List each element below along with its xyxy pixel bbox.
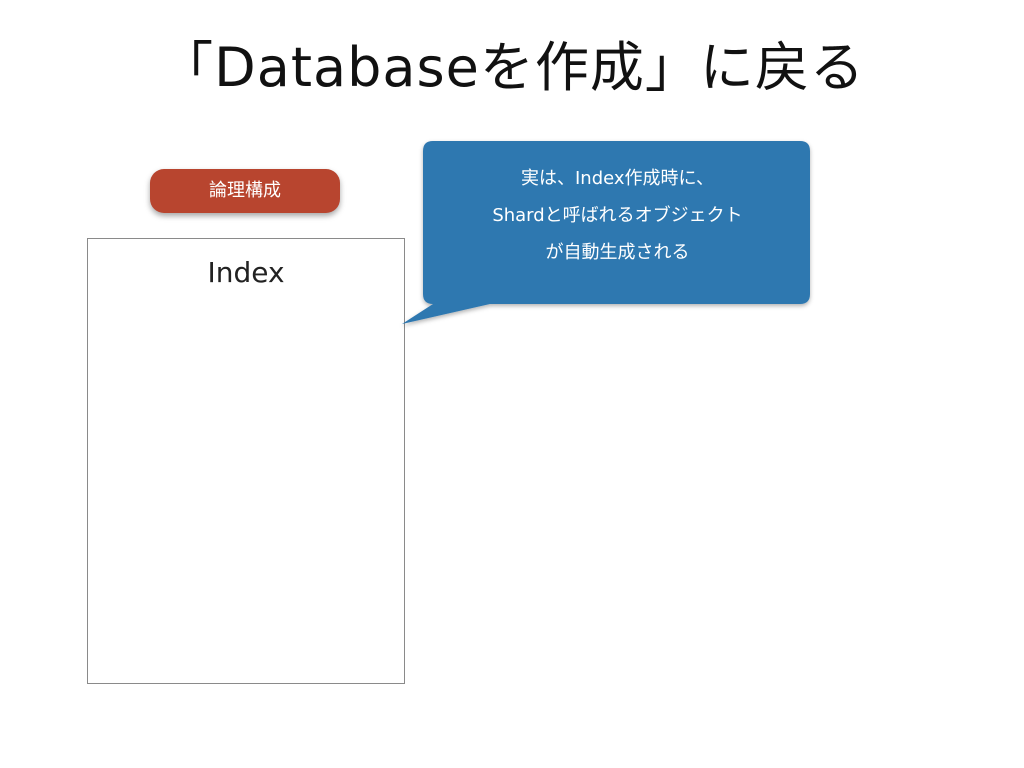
callout-text: 実は、Index作成時に、 Shardと呼ばれるオブジェクト が自動生成される [425,160,810,271]
logical-structure-badge: 論理構成 [150,169,340,213]
callout-line: Shardと呼ばれるオブジェクト [492,205,743,226]
slide-title: 「Databaseを作成」に戻る [159,36,865,99]
callout-shape [402,141,810,324]
callout-line: 実は、Index作成時に、 [520,168,714,189]
callout-line: が自動生成される [545,242,690,263]
index-box: Index [87,238,405,684]
index-label: Index [207,256,285,289]
